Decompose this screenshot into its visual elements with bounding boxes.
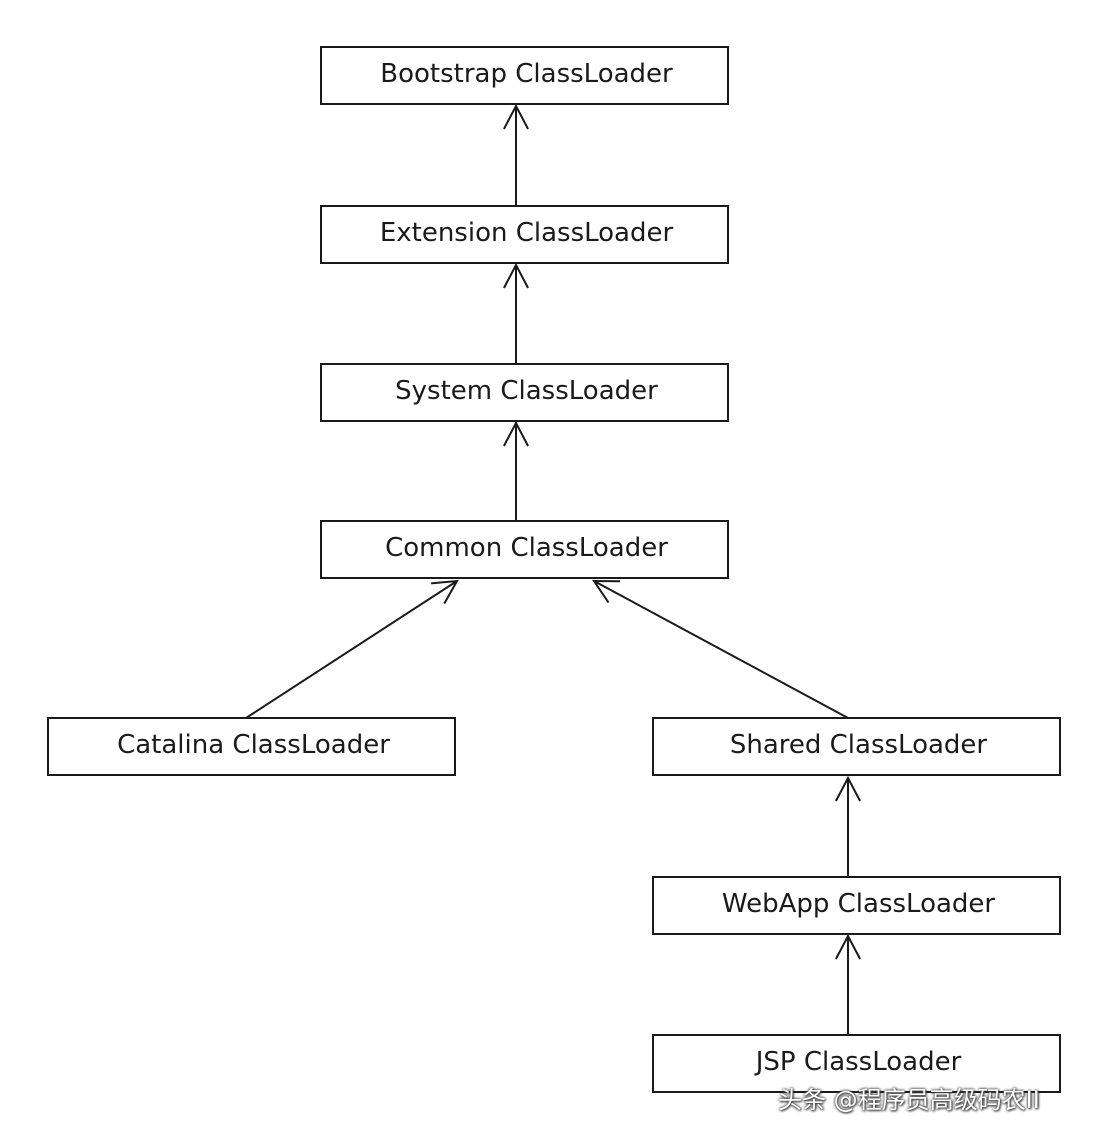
node-box-bootstrap (320, 46, 729, 105)
node-label-bootstrap: Bootstrap ClassLoader (380, 59, 673, 89)
arrowhead (592, 579, 621, 604)
edge-line (593, 580, 849, 719)
arrowhead (835, 775, 861, 802)
node-label-jsp: JSP ClassLoader (754, 1047, 962, 1077)
edge-webapp-to-shared (835, 775, 861, 877)
arrowhead (431, 579, 459, 605)
edge-jsp-to-webapp (835, 933, 861, 1035)
edge-shared-to-common (592, 579, 849, 719)
edge-line (245, 580, 458, 719)
node-label-webapp: WebApp ClassLoader (722, 889, 996, 919)
node-label-system: System ClassLoader (395, 376, 658, 406)
node-box-catalina (47, 717, 456, 776)
node-box-webapp (652, 876, 1061, 935)
node-box-common (320, 520, 729, 579)
node-common: Common ClassLoader (320, 520, 729, 579)
node-box-extension (320, 205, 729, 264)
node-bootstrap: Bootstrap ClassLoader (320, 46, 729, 105)
node-catalina: Catalina ClassLoader (47, 717, 456, 776)
node-label-common: Common ClassLoader (385, 533, 668, 563)
edges (245, 103, 861, 1035)
watermark-text: 头条 @程序员高级码农II (778, 1086, 1040, 1114)
node-box-shared (652, 717, 1061, 776)
arrowhead (835, 933, 861, 960)
node-box-system (320, 363, 729, 422)
node-label-extension: Extension ClassLoader (380, 218, 674, 248)
node-label-shared: Shared ClassLoader (730, 730, 988, 760)
edge-system-to-extension (503, 262, 529, 364)
arrowhead (503, 420, 529, 447)
arrowhead (503, 103, 529, 130)
edge-catalina-to-common (245, 579, 459, 719)
node-box-jsp (652, 1034, 1061, 1093)
edge-extension-to-bootstrap (503, 103, 529, 206)
node-label-catalina: Catalina ClassLoader (117, 730, 390, 760)
arrowhead (503, 262, 529, 289)
node-system: System ClassLoader (320, 363, 729, 422)
node-webapp: WebApp ClassLoader (652, 876, 1061, 935)
node-extension: Extension ClassLoader (320, 205, 729, 264)
node-shared: Shared ClassLoader (652, 717, 1061, 776)
node-jsp: JSP ClassLoader (652, 1034, 1061, 1093)
edge-common-to-system (503, 420, 529, 521)
